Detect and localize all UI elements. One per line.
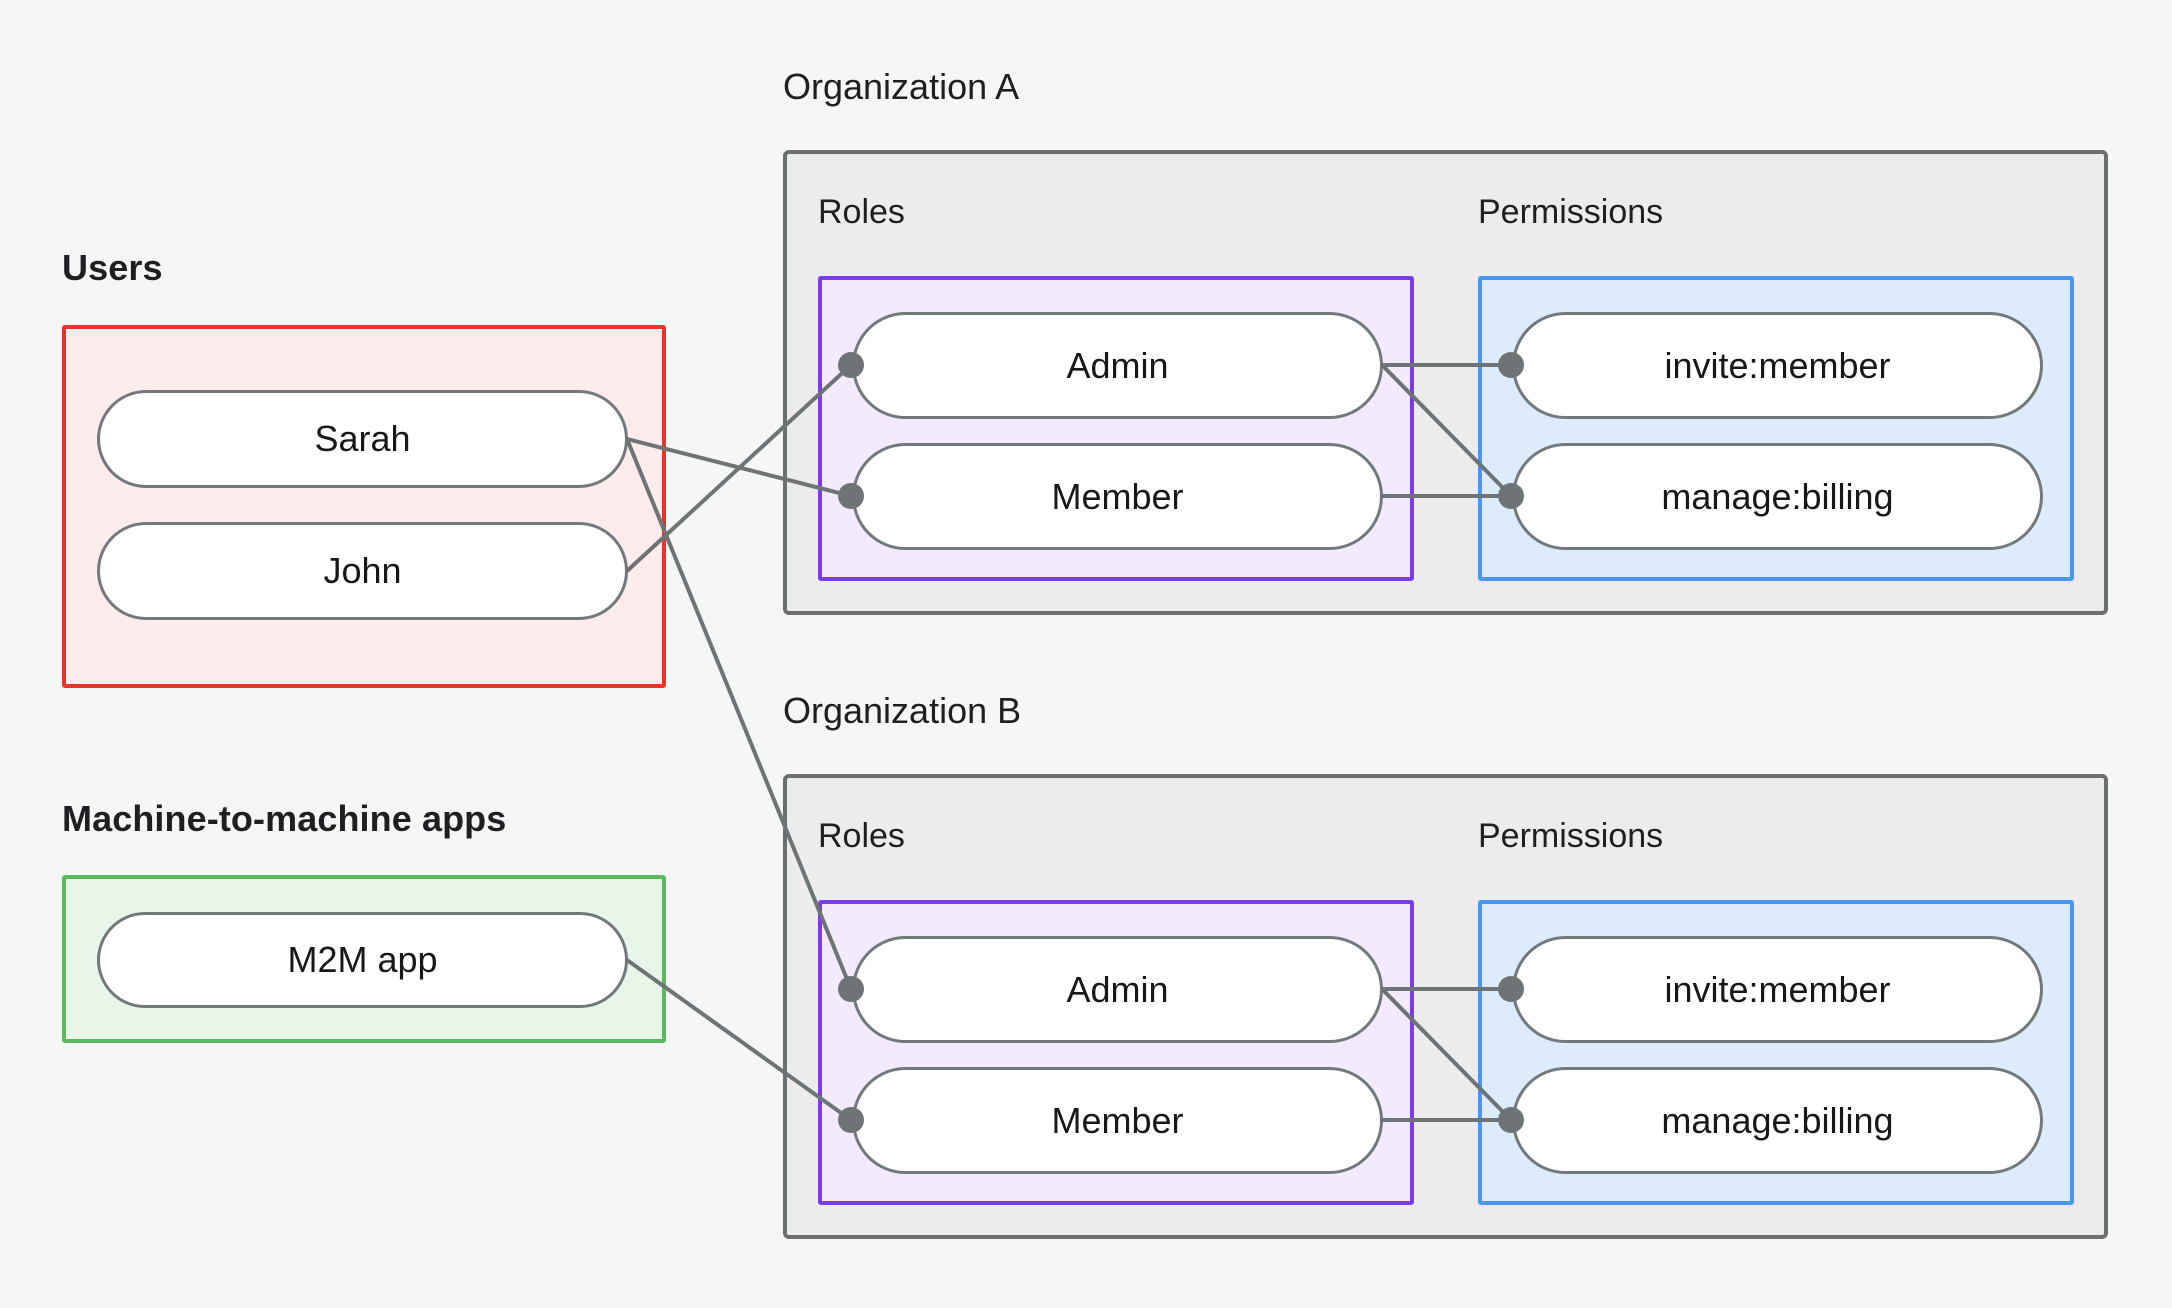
node-orgB-role-admin[interactable]: Admin	[852, 936, 1383, 1043]
node-user-john[interactable]: John	[97, 522, 628, 620]
organization-a-label: Organization A	[783, 66, 1020, 107]
node-orgB-role-member[interactable]: Member	[852, 1067, 1383, 1174]
node-orgA-perm-invite-member[interactable]: invite:member	[1512, 312, 2043, 419]
node-orgA-role-member[interactable]: Member	[852, 443, 1383, 550]
users-group-box	[62, 325, 666, 688]
organization-b-permissions-label: Permissions	[1478, 817, 1664, 855]
node-m2m-app[interactable]: M2M app	[97, 912, 628, 1008]
m2m-group-label: Machine-to-machine apps	[62, 798, 507, 839]
node-orgB-perm-manage-billing[interactable]: manage:billing	[1512, 1067, 2043, 1174]
users-group-label: Users	[62, 247, 163, 288]
node-orgA-perm-manage-billing[interactable]: manage:billing	[1512, 443, 2043, 550]
organization-b-roles-label: Roles	[818, 817, 905, 855]
organization-a-roles-label: Roles	[818, 193, 905, 231]
organization-b-label: Organization B	[783, 690, 1022, 731]
organization-a-permissions-label: Permissions	[1478, 193, 1664, 231]
node-orgA-role-admin[interactable]: Admin	[852, 312, 1383, 419]
node-user-sarah[interactable]: Sarah	[97, 390, 628, 488]
node-orgB-perm-invite-member[interactable]: invite:member	[1512, 936, 2043, 1043]
